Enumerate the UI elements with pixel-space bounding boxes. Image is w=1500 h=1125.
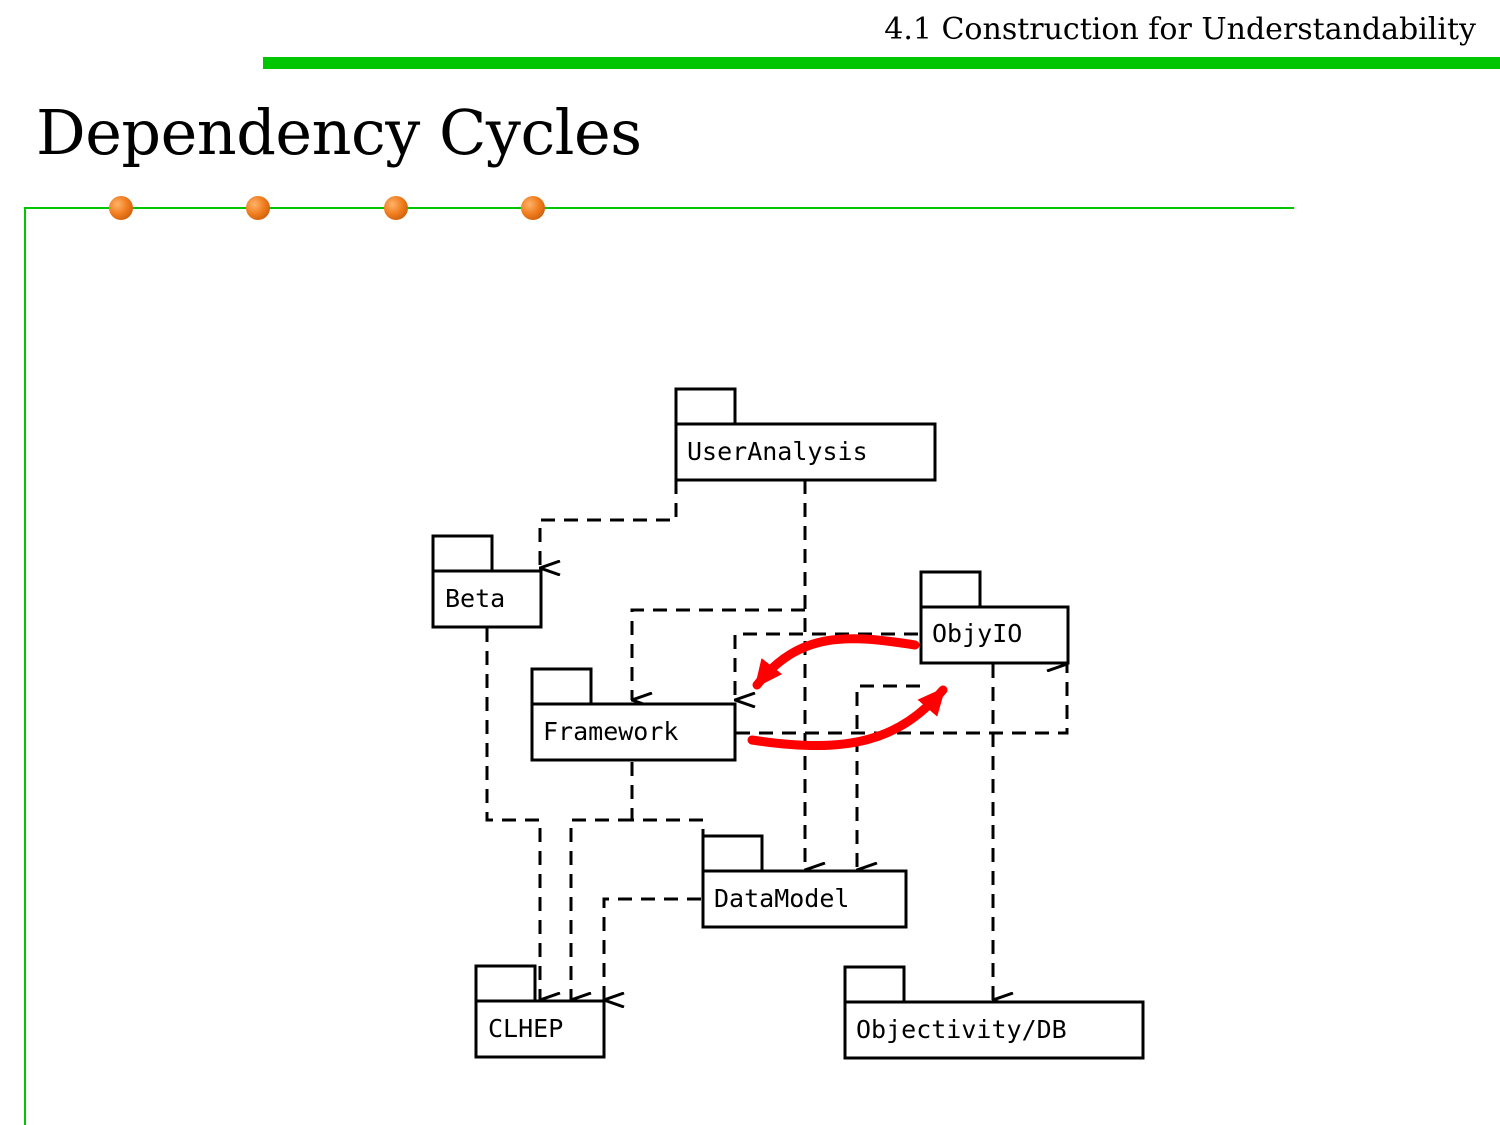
bullet-3 (384, 196, 408, 220)
dep-beta-clhep (485, 628, 540, 1000)
package-beta-label: Beta (445, 584, 505, 613)
package-objyio-label: ObjyIO (932, 619, 1022, 648)
section-title: 4.1 Construction for Understandability (884, 12, 1476, 47)
frame-left-line (24, 207, 26, 1125)
cycle-arrow-framework-to-objyio (747, 685, 948, 751)
dep-useranalysis-framework (630, 608, 805, 700)
dep-objyio-datamodel (855, 684, 920, 870)
bullet-4 (521, 196, 545, 220)
package-datamodel: DataModel (701, 834, 908, 929)
dep-framework-objyio (736, 664, 1069, 735)
header-accent-bar (263, 57, 1500, 69)
package-useranalysis: UserAnalysis (674, 387, 937, 482)
package-beta: Beta (431, 534, 543, 629)
package-clhep-label: CLHEP (488, 1014, 563, 1043)
bullet-2 (246, 196, 270, 220)
package-objectivity-db-label: Objectivity/DB (856, 1015, 1067, 1044)
dep-datamodel-clhep (602, 897, 701, 1000)
dep-framework-clhep (569, 818, 632, 1000)
package-framework: Framework (530, 667, 737, 762)
package-framework-label: Framework (543, 717, 678, 746)
package-clhep: CLHEP (474, 964, 606, 1059)
package-objectivity-db: Objectivity/DB (843, 965, 1145, 1060)
bullet-1 (109, 196, 133, 220)
slide-title: Dependency Cycles (36, 96, 642, 169)
package-objyio: ObjyIO (919, 570, 1070, 665)
dep-framework-datamodel (630, 762, 703, 870)
cycle-arrow-objyio-to-framework (752, 634, 920, 690)
dep-useranalysis-beta (538, 480, 678, 568)
frame-top-line (24, 207, 1294, 209)
package-datamodel-label: DataModel (714, 884, 849, 913)
package-useranalysis-label: UserAnalysis (687, 437, 868, 466)
